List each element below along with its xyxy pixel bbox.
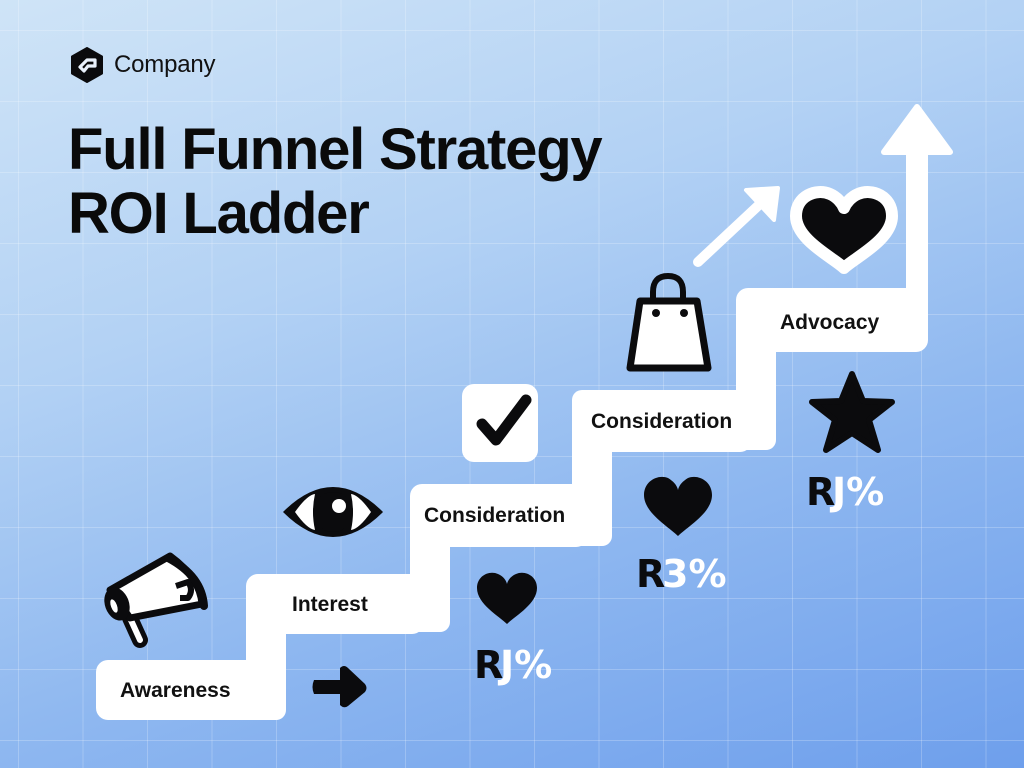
roi-prefix: R: [474, 643, 503, 687]
step-label-consideration-2: Consideration: [591, 410, 732, 433]
roi-value-consideration-2: R 3%: [636, 552, 727, 596]
step-label-consideration-1: Consideration: [424, 504, 565, 527]
step-interest: [246, 574, 424, 634]
roi-prefix: R: [806, 470, 835, 514]
checkmark-icon: [462, 384, 538, 462]
title-line-1: Full Funnel Strategy: [68, 117, 603, 182]
step-advocacy: [736, 288, 928, 352]
ladder-path: [96, 104, 953, 720]
step-label-interest: Interest: [292, 593, 368, 616]
star-icon: [809, 371, 895, 453]
ladder-shaft: [906, 140, 928, 340]
page-title: Full Funnel Strategy ROI Ladder: [68, 117, 603, 246]
heart-icon: [790, 186, 898, 274]
megaphone-icon: [104, 552, 208, 648]
eye-icon: [283, 487, 383, 537]
step-consideration-2: [574, 390, 752, 452]
step-consideration-1: [410, 484, 588, 547]
roi-number: J%: [829, 470, 884, 514]
shopping-bag-icon: [626, 272, 712, 372]
roi-prefix: R: [636, 552, 665, 596]
arrow-up-icon: [881, 104, 953, 155]
arrow-up-right-icon: [693, 186, 780, 267]
roi-value-consideration-1: R J%: [474, 643, 552, 687]
arrow-right-icon: [312, 666, 367, 708]
roi-number: 3%: [662, 552, 727, 596]
heart-icon: [477, 572, 537, 624]
roi-number: J%: [497, 643, 552, 687]
roi-value-advocacy: R J%: [806, 470, 884, 514]
step-label-advocacy: Advocacy: [780, 311, 880, 334]
hexagon-logo-icon: [71, 47, 103, 83]
step-awareness: [96, 660, 281, 720]
heart-icon: [644, 476, 712, 536]
brand: Company: [70, 47, 216, 83]
title-line-2: ROI Ladder: [68, 181, 370, 246]
step-label-awareness: Awareness: [120, 679, 231, 702]
brand-name: Company: [114, 51, 216, 78]
